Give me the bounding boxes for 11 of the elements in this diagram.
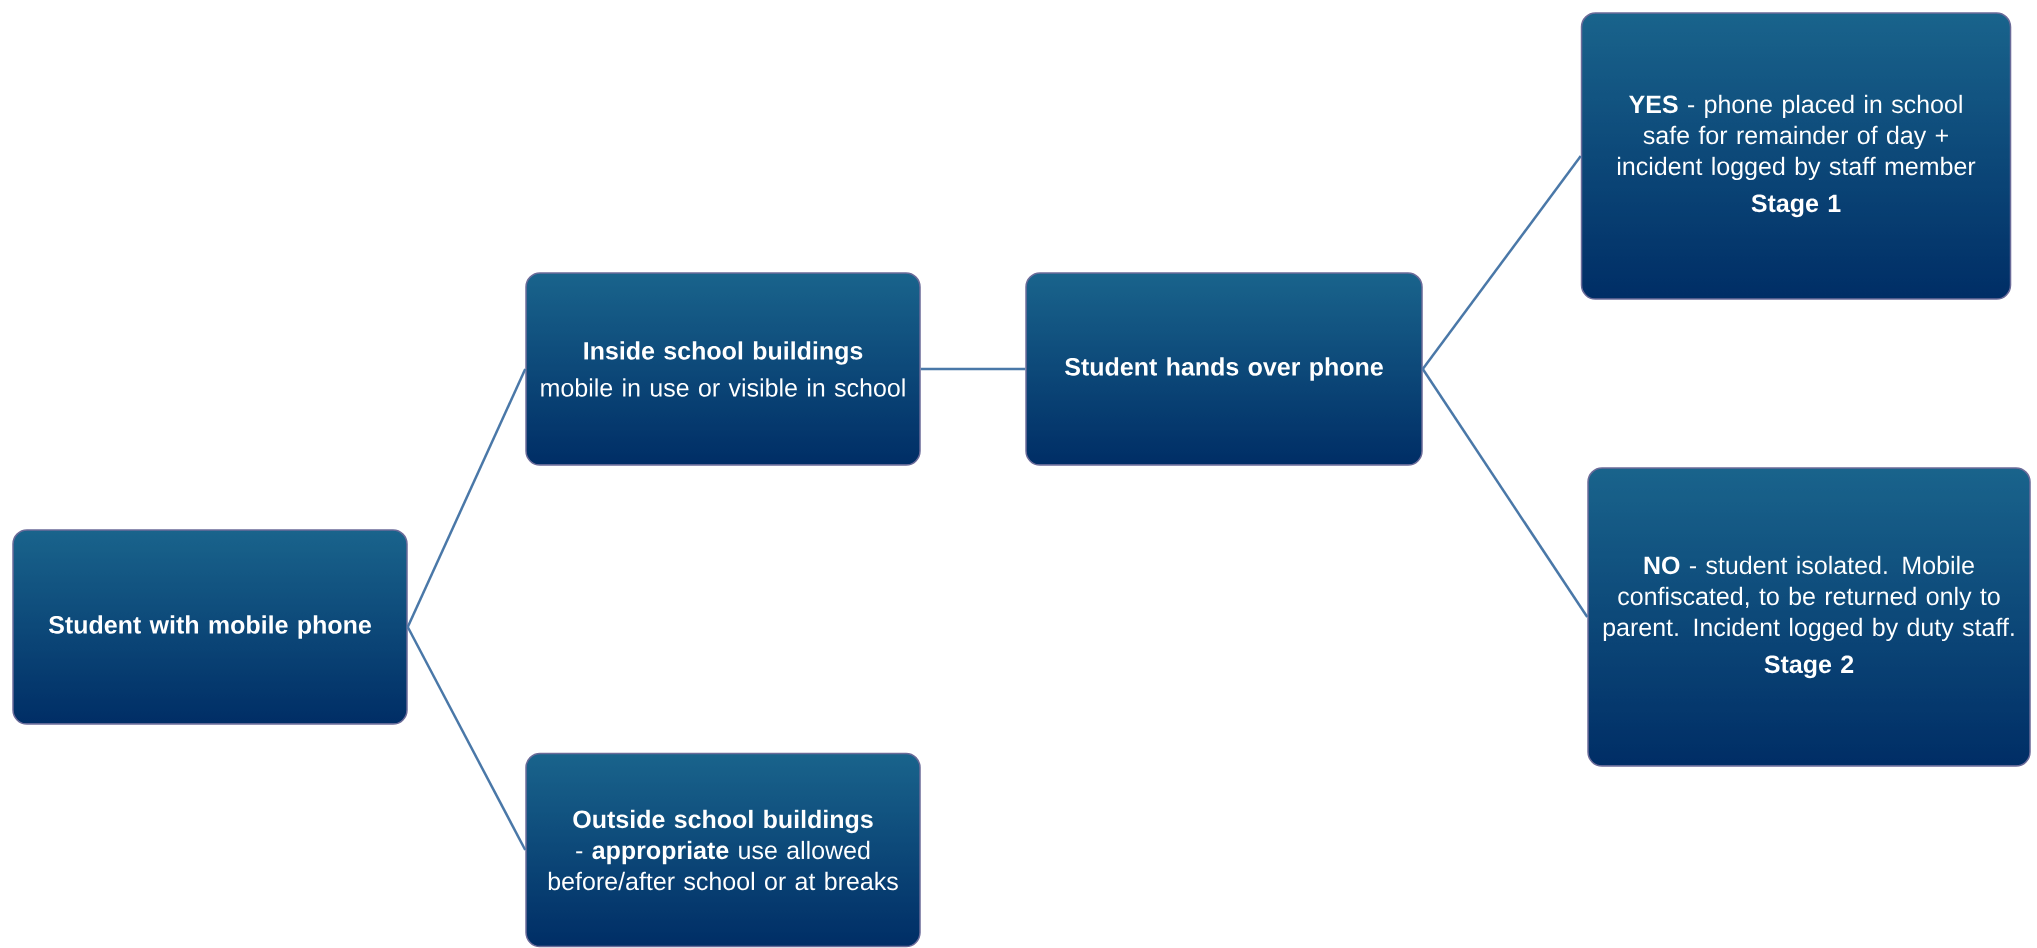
connector-line <box>406 626 527 851</box>
process-box: NO - student isolated. Mobile confiscated, to be returned only to parent. Incident logged by duty staff. Stage 2 <box>1587 467 2031 767</box>
process-box: YES - phone placed in school safe for remainder of day + incident logged by staff member Stage 1 <box>1580 12 2012 300</box>
connector-line <box>920 367 1026 371</box>
connector-line <box>406 368 527 628</box>
process-box: Outside school buildings - appropriate use allowed before/after school or at breaks <box>525 752 921 948</box>
connector-line <box>1421 155 1582 370</box>
process-box: Student with mobile phone <box>12 529 408 725</box>
process-box: Student hands over phone <box>1025 272 1423 466</box>
process-box: Inside school buildings mobile in use or visible in school <box>525 272 921 466</box>
connector-line <box>1421 368 1589 618</box>
